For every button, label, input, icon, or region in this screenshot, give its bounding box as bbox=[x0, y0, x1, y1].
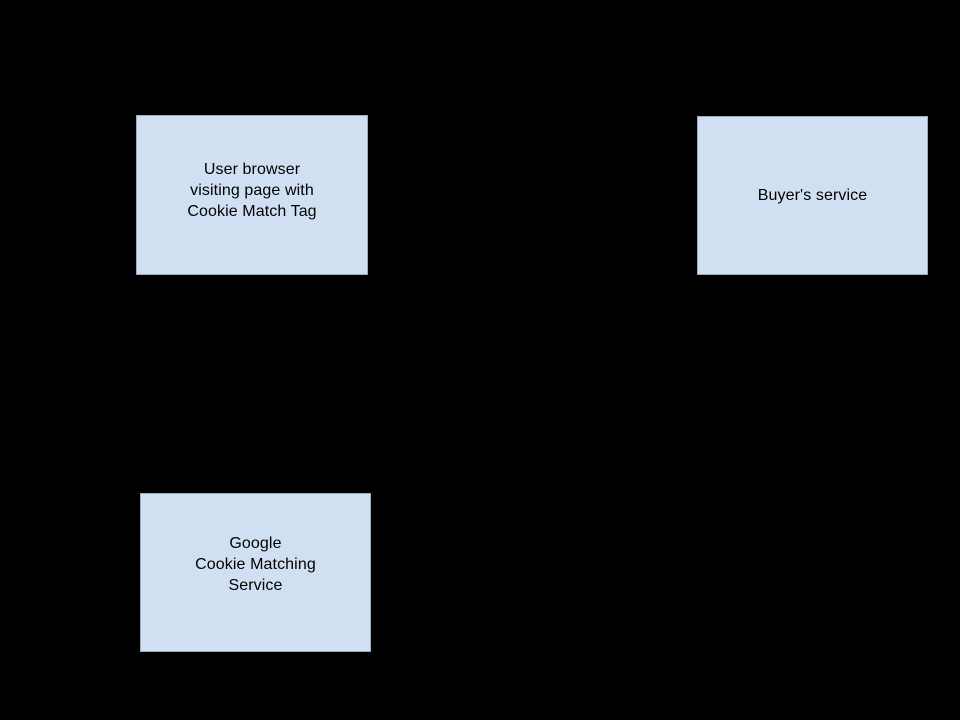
node-user-browser-label: User browser visiting page with Cookie M… bbox=[187, 161, 317, 220]
node-buyers-service-label: Buyer's service bbox=[757, 187, 868, 204]
node-google-cookie-matching-service[interactable]: Google Cookie Matching Service bbox=[140, 493, 371, 652]
node-buyers-service[interactable]: Buyer's service bbox=[697, 116, 928, 275]
node-user-browser[interactable]: User browser visiting page with Cookie M… bbox=[136, 115, 368, 275]
node-google-cookie-matching-service-label: Google Cookie Matching Service bbox=[195, 535, 316, 594]
